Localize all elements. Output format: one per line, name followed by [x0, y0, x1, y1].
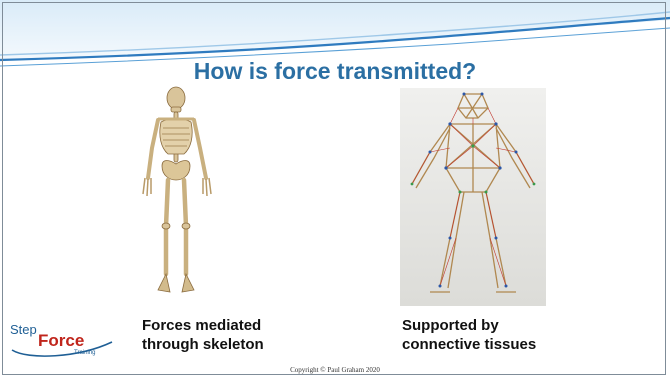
- skeleton-caption: Forces mediated through skeleton: [142, 316, 342, 354]
- tissue-caption-line-2: connective tissues: [402, 335, 602, 354]
- tissue-caption: Supported by connective tissues: [402, 316, 602, 354]
- tissue-caption-line-1: Supported by: [402, 316, 602, 335]
- tensegrity-model-image: [400, 88, 546, 306]
- skeleton-image: [128, 86, 234, 306]
- skeleton-caption-line-2: through skeleton: [142, 335, 342, 354]
- svg-text:Step: Step: [10, 322, 37, 337]
- copyright-notice: Copyright © Paul Graham 2020: [0, 366, 670, 374]
- skeleton-caption-line-1: Forces mediated: [142, 316, 342, 335]
- stepforce-logo: Step Force Training: [8, 320, 118, 360]
- svg-text:Training: Training: [74, 350, 95, 356]
- slide-title: How is force transmitted?: [0, 58, 670, 85]
- svg-text:Force: Force: [38, 331, 84, 350]
